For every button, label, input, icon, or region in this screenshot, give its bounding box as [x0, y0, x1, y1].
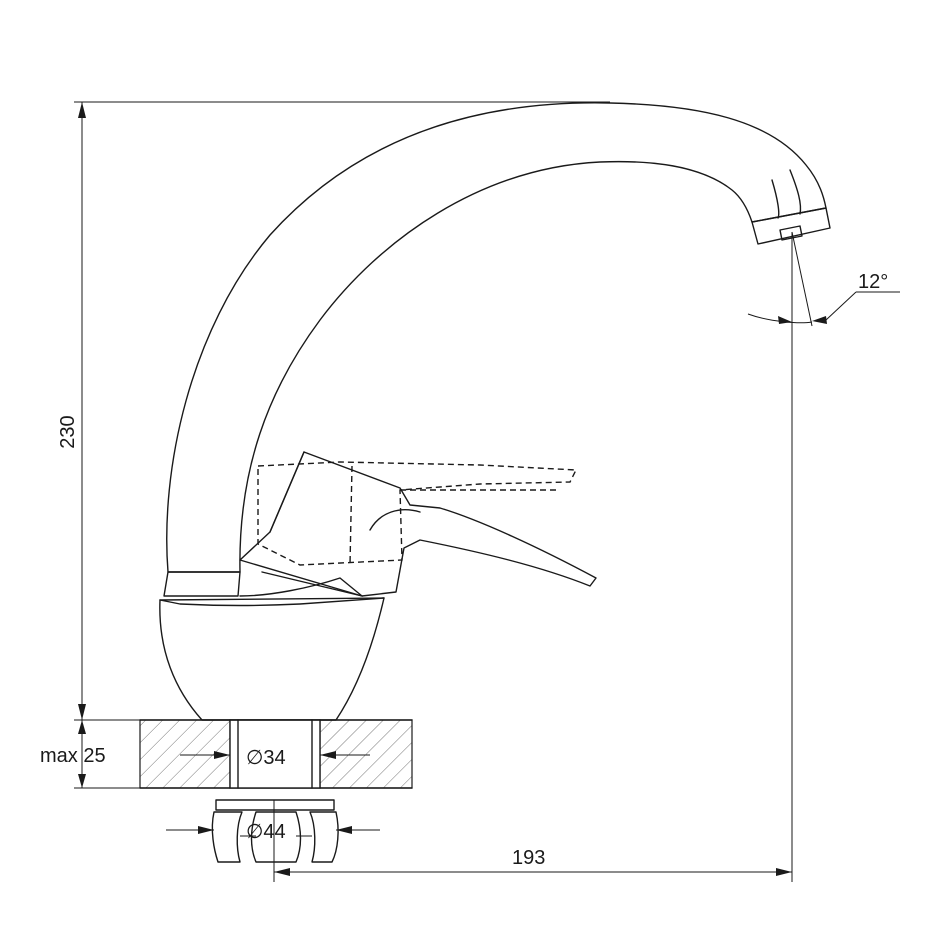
angle-label: 12° — [858, 271, 888, 293]
thickness-label: max 25 — [40, 745, 106, 767]
hole-diameter-dimension: ∅34 — [180, 747, 370, 769]
height-dimension: 230 — [57, 101, 610, 721]
nut-diameter-dimension: ∅44 — [166, 821, 380, 843]
angle-dimension: 12° — [747, 231, 900, 327]
height-label: 230 — [57, 415, 79, 448]
lever-handle — [239, 451, 597, 597]
hole-diameter-label: ∅34 — [246, 747, 286, 769]
nut-diameter-label: ∅44 — [246, 821, 286, 843]
faucet-body — [159, 597, 385, 721]
countertop-section — [139, 719, 413, 789]
reach-dimension: 193 — [273, 320, 793, 882]
reach-label: 193 — [512, 847, 545, 869]
thickness-dimension: max 25 — [40, 720, 140, 789]
faucet-spout — [163, 102, 831, 597]
lever-handle-alt-position — [257, 461, 578, 566]
